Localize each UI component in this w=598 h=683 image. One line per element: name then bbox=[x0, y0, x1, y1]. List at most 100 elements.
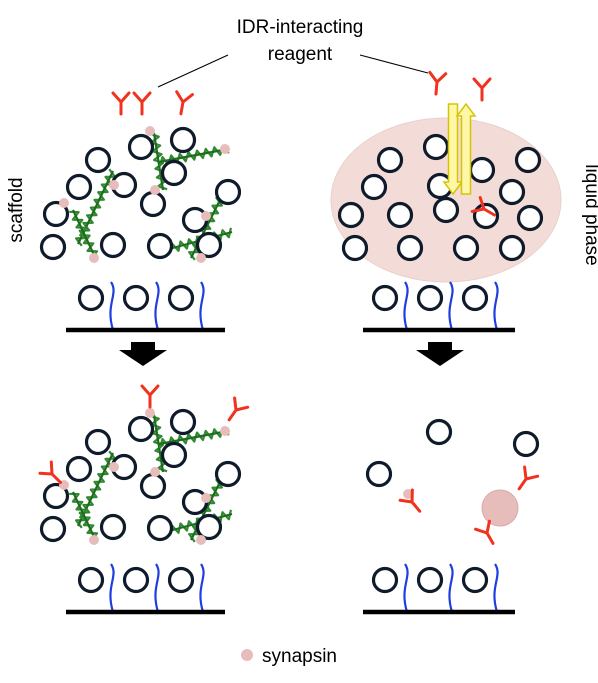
vesicle bbox=[122, 284, 150, 312]
vesicle bbox=[167, 284, 195, 312]
vesicle bbox=[516, 204, 544, 232]
vesicle bbox=[77, 566, 105, 594]
vesicle bbox=[84, 146, 112, 174]
reagent-icon bbox=[140, 384, 160, 409]
vesicle bbox=[160, 441, 188, 469]
synapsin-dot bbox=[220, 426, 230, 436]
synapsin-dot bbox=[220, 144, 230, 154]
vesicle bbox=[498, 178, 526, 206]
vesicle bbox=[146, 514, 174, 542]
synapsin-droplet bbox=[481, 489, 519, 527]
step-arrow bbox=[119, 342, 167, 366]
vesicle bbox=[396, 234, 424, 262]
vesicle bbox=[99, 231, 127, 259]
vesicle bbox=[371, 566, 399, 594]
vesicle bbox=[167, 566, 195, 594]
tether bbox=[109, 281, 115, 331]
synapsin-legend-label: synapsin bbox=[262, 646, 337, 667]
synapsin-dot bbox=[109, 462, 119, 472]
vesicle bbox=[195, 231, 223, 259]
tether bbox=[448, 281, 454, 331]
vesicle bbox=[416, 284, 444, 312]
synapsin-dot bbox=[403, 489, 413, 499]
reagent-icon bbox=[132, 91, 152, 116]
actin-filament bbox=[69, 492, 99, 542]
actin-filament bbox=[158, 426, 230, 449]
vesicle bbox=[341, 234, 369, 262]
vesicle bbox=[468, 156, 496, 184]
synapsin-dot bbox=[89, 253, 99, 263]
vesicle bbox=[160, 159, 188, 187]
tether bbox=[493, 563, 499, 613]
vesicle bbox=[127, 415, 155, 443]
title-pointer-left bbox=[157, 54, 229, 88]
vesicle bbox=[512, 430, 540, 458]
actin-filament bbox=[158, 144, 230, 167]
vesicle bbox=[139, 190, 167, 218]
vesicle bbox=[386, 201, 414, 229]
tether bbox=[154, 281, 160, 331]
actin-core bbox=[152, 132, 165, 191]
step-arrow bbox=[416, 342, 464, 366]
actin-filament bbox=[69, 210, 99, 260]
actin-core bbox=[158, 147, 229, 164]
synapsin-dot bbox=[145, 126, 155, 136]
title-line1: IDR-interacting bbox=[237, 17, 364, 38]
tether bbox=[403, 281, 409, 331]
title-pointer-right bbox=[359, 54, 429, 74]
vesicle bbox=[461, 566, 489, 594]
vesicle bbox=[360, 173, 388, 201]
vesicle bbox=[42, 482, 70, 510]
synapsin-dot bbox=[150, 467, 160, 477]
vesicle bbox=[127, 133, 155, 161]
vesicle bbox=[498, 234, 526, 262]
reagent-icon bbox=[511, 465, 540, 495]
reagent-icon bbox=[472, 77, 492, 102]
actin-core bbox=[72, 491, 96, 540]
vesicle bbox=[65, 173, 93, 201]
tether bbox=[199, 563, 205, 613]
actin-core bbox=[158, 429, 229, 446]
vesicle bbox=[42, 200, 70, 228]
vesicle bbox=[146, 232, 174, 260]
title-line2: reagent bbox=[268, 44, 333, 65]
synapsin-dot bbox=[201, 493, 211, 503]
vesicle bbox=[461, 284, 489, 312]
vesicle bbox=[425, 418, 453, 446]
vesicle bbox=[514, 146, 542, 174]
vesicle bbox=[99, 513, 127, 541]
vesicle bbox=[77, 284, 105, 312]
reagent-icon bbox=[171, 90, 194, 117]
vesicle bbox=[65, 455, 93, 483]
vesicle bbox=[39, 515, 67, 543]
vesicle bbox=[371, 284, 399, 312]
synapsin-dot bbox=[196, 253, 206, 263]
scaffold-label: scaffold bbox=[6, 177, 27, 242]
exchange-arrow bbox=[455, 102, 477, 195]
vesicle bbox=[39, 233, 67, 261]
reagent-icon bbox=[426, 70, 448, 97]
vesicle bbox=[139, 472, 167, 500]
arrows bbox=[119, 102, 477, 366]
vesicle bbox=[452, 234, 480, 262]
actin-core bbox=[72, 209, 96, 258]
tether bbox=[493, 281, 499, 331]
synapsin-dot bbox=[89, 535, 99, 545]
synapsin-dot bbox=[150, 185, 160, 195]
vesicle bbox=[416, 566, 444, 594]
tether bbox=[199, 281, 205, 331]
exchange-arrow bbox=[442, 103, 464, 196]
vesicle bbox=[422, 133, 450, 161]
synapsin-dot bbox=[59, 198, 69, 208]
vesicle bbox=[169, 408, 197, 436]
synapsin-dots bbox=[59, 126, 519, 545]
vesicle bbox=[169, 126, 197, 154]
synapsin-dot bbox=[201, 211, 211, 221]
vesicle bbox=[84, 428, 112, 456]
reagent-icon bbox=[221, 396, 250, 426]
synapsin-dot bbox=[109, 180, 119, 190]
actin-core bbox=[152, 414, 165, 473]
tether bbox=[403, 563, 409, 613]
tethers bbox=[109, 281, 499, 613]
